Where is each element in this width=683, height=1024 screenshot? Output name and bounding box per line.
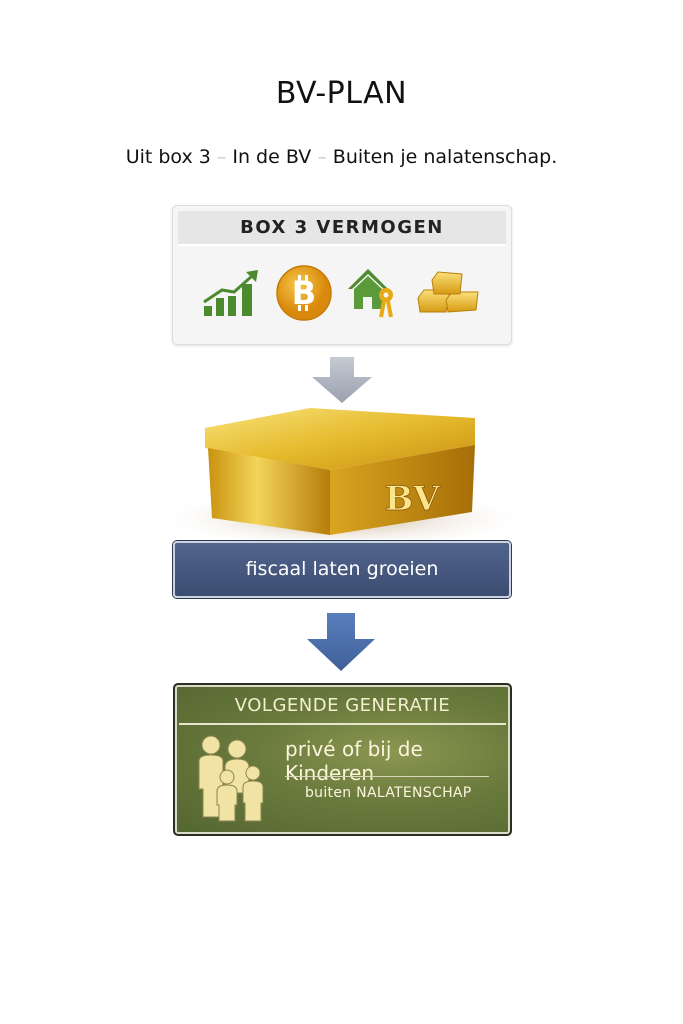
svg-text:B: B	[292, 274, 316, 312]
arrow-down-icon	[307, 613, 375, 671]
page-title: BV-PLAN	[275, 76, 408, 111]
family-icon	[198, 735, 264, 822]
bv-label: BV	[384, 479, 440, 519]
gold-bv-box: BV	[152, 408, 532, 544]
next-generation-line-1: privé of bij de Kinderen	[285, 737, 423, 785]
next-generation-line-2: buiten NALATENSCHAP	[305, 785, 472, 801]
bv-caption-bar: fiscaal laten groeien	[173, 541, 511, 598]
next-generation-panel: VOLGENDE GENERATIE privé of bij de Kinde…	[173, 683, 512, 836]
subtitle-part-1: Uit box 3	[125, 146, 211, 168]
separator: –	[216, 146, 227, 168]
divider	[285, 776, 489, 777]
subtitle: Uit box 3–In de BV–Buiten je nalatenscha…	[0, 146, 683, 168]
bitcoin-icon: B	[276, 265, 332, 321]
separator: –	[317, 146, 327, 168]
gold-bars-icon	[417, 271, 479, 313]
house-key-icon	[348, 269, 393, 318]
arrow-down-icon	[312, 357, 372, 403]
next-generation-heading: VOLGENDE GENERATIE	[179, 689, 506, 725]
growth-chart-icon	[203, 270, 258, 316]
subtitle-part-2: In de BV	[232, 146, 312, 168]
box3-heading: BOX 3 VERMOGEN	[178, 211, 506, 246]
subtitle-part-3: Buiten je nalatenschap.	[332, 146, 558, 168]
asset-icons: B	[173, 258, 511, 328]
box3-panel: BOX 3 VERMOGEN B	[172, 205, 512, 345]
